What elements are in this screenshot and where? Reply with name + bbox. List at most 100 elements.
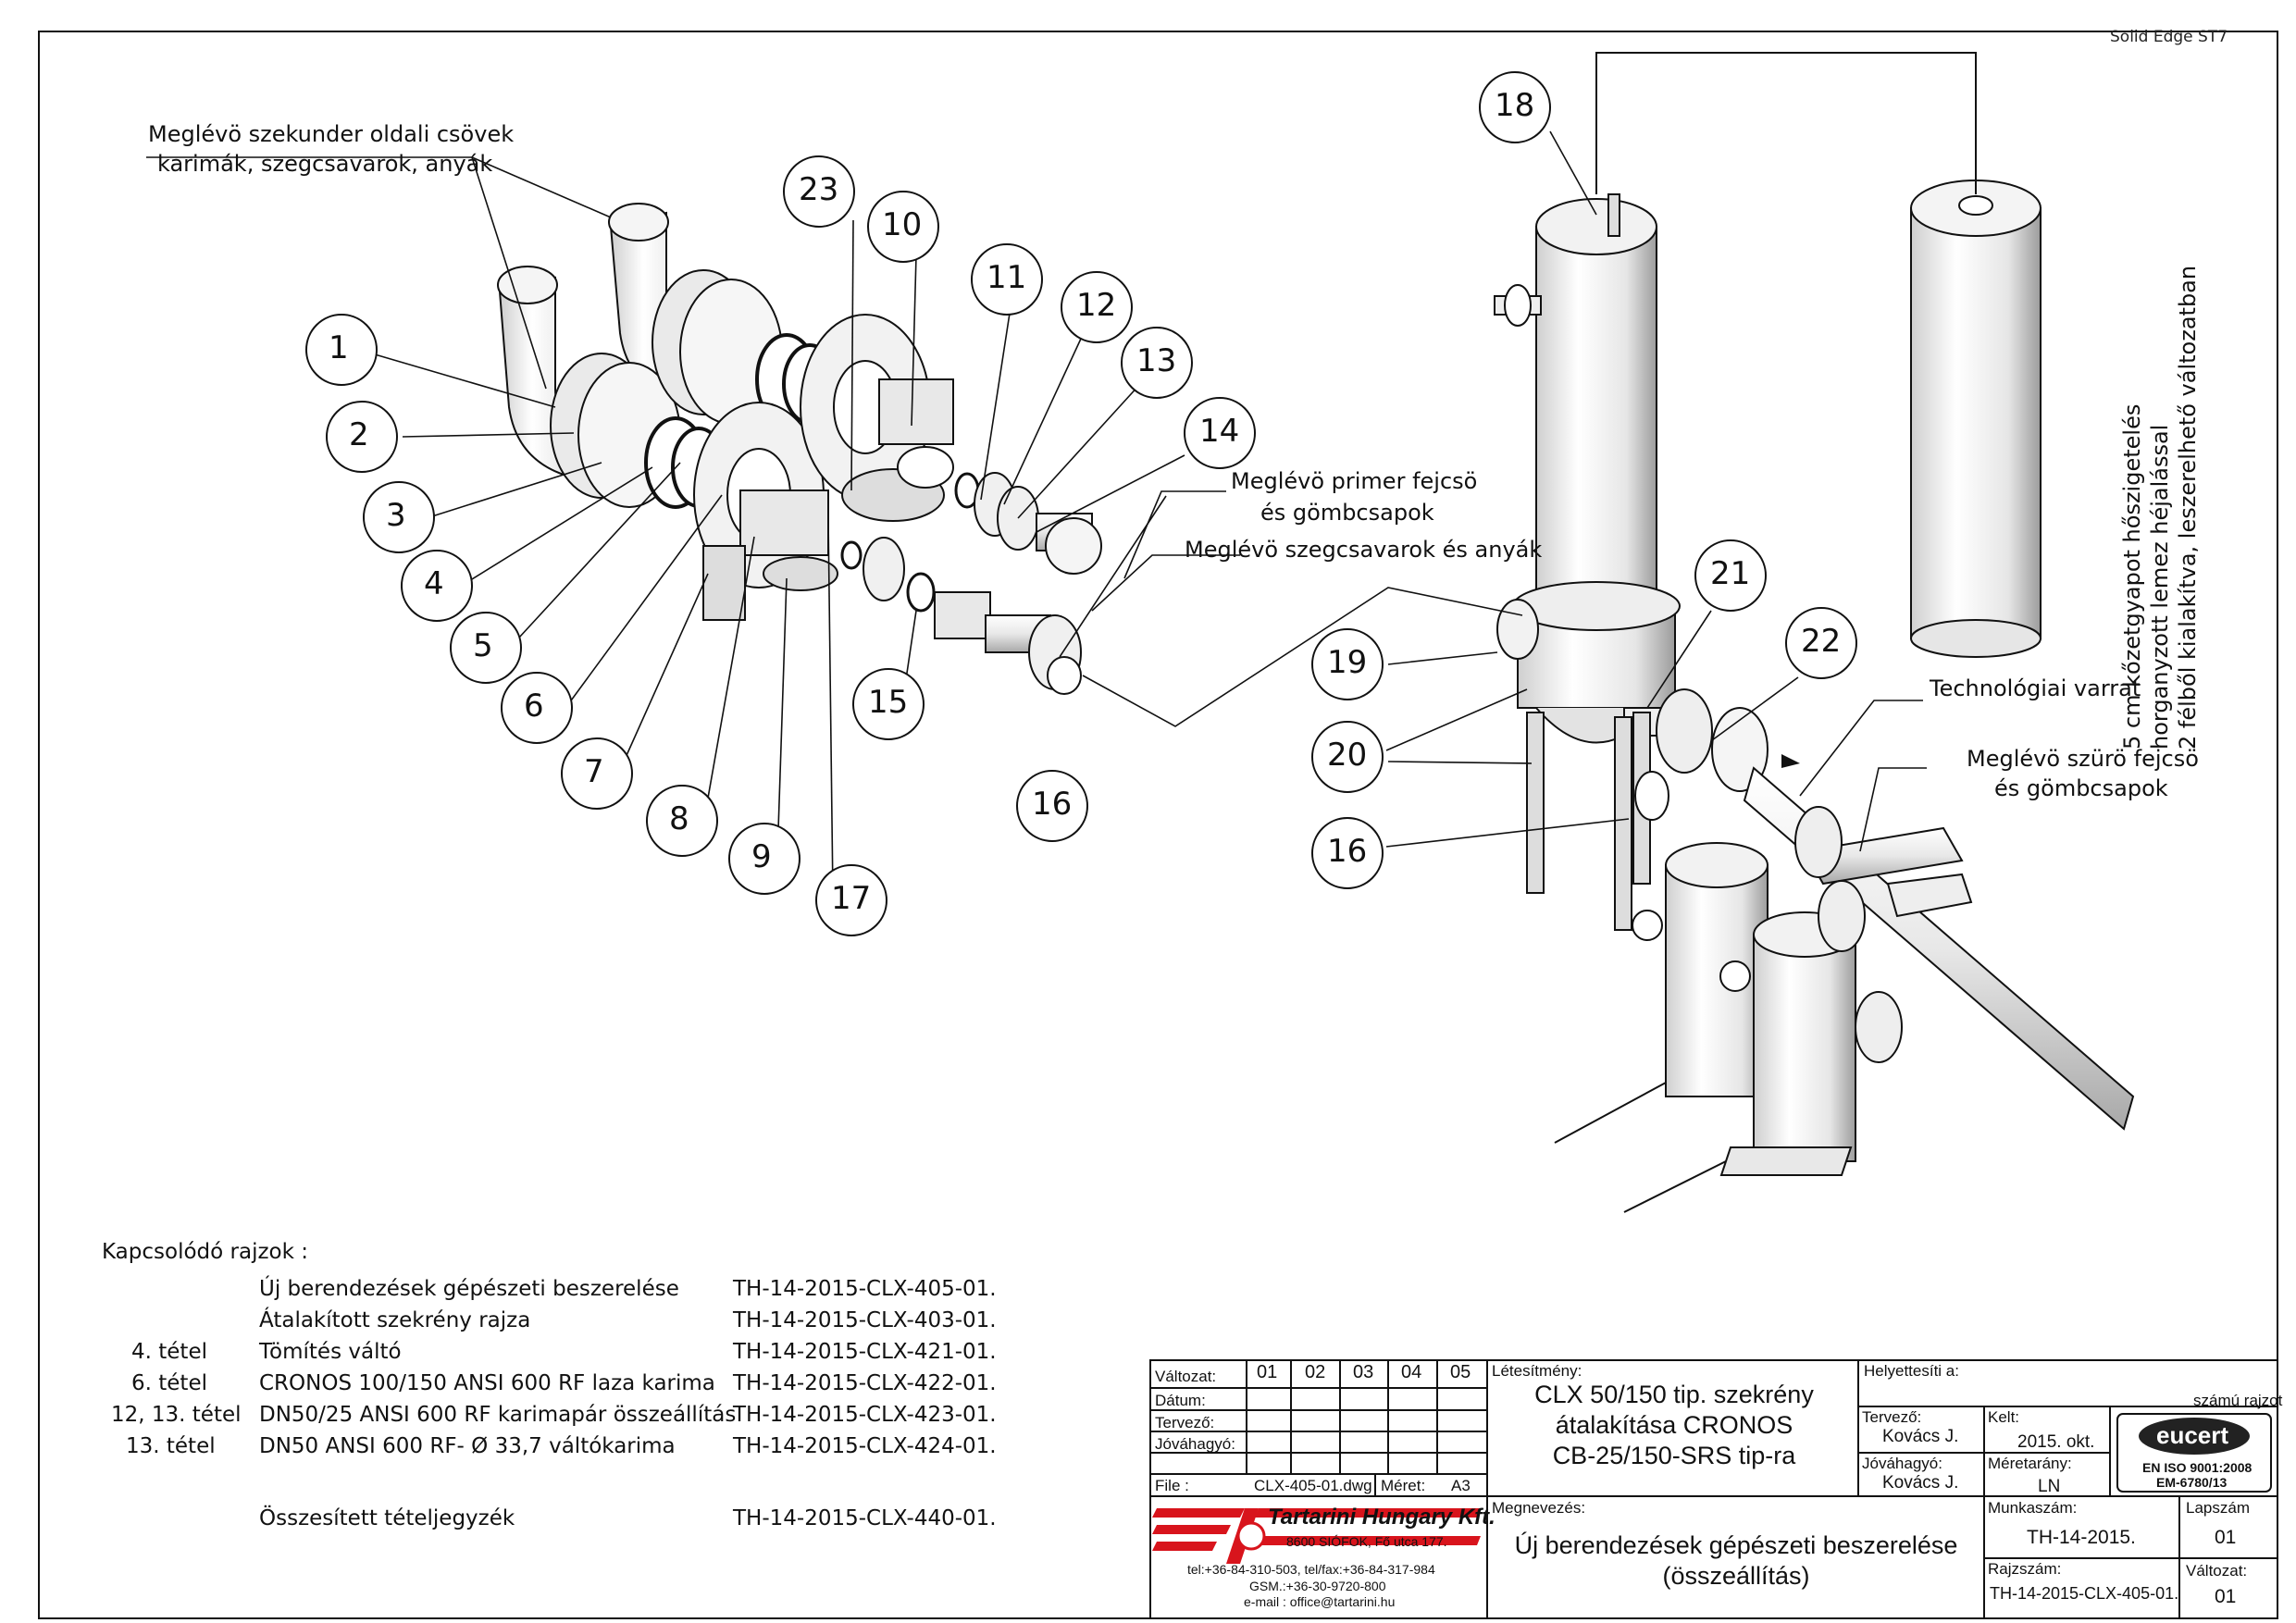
balloon-12-number: 12 (1076, 287, 1117, 324)
balloon-16 (1016, 770, 1088, 842)
tb-scale-value: LN (2038, 1477, 2061, 1496)
annotation-filter-head-line2: és gömbcsapok (1994, 775, 2168, 801)
balloon-13-number: 13 (1136, 342, 1177, 379)
ball-valve-2 (1818, 880, 1866, 952)
balloon-18 (1479, 71, 1551, 143)
item-balloons (305, 71, 1857, 936)
insulation-note-line1: 5 cm kőzetgyapot hőszigetelés (2119, 403, 2145, 750)
jacket-top-hole (1958, 195, 1993, 216)
company-logo (1152, 1508, 1481, 1564)
regulator-10-body (878, 378, 954, 445)
flange-15 (863, 537, 905, 601)
related-desc-4: CRONOS 100/150 ANSI 600 RF laza karima (259, 1371, 715, 1395)
elbow-2-opening (608, 203, 669, 242)
tb-cert-line1: EN ISO 9001:2008 (2142, 1460, 2253, 1475)
vessel-leg-1 (1526, 712, 1545, 894)
gasket-15b (906, 572, 936, 613)
tb-sheet-label: Lapszám (2186, 1499, 2250, 1517)
outlet-flange-22 (1656, 688, 1713, 774)
regulator-10-flange (897, 446, 954, 489)
tb-version-label: Változat: (2186, 1562, 2248, 1580)
tb-company-gsm: GSM.:+36-30-9720-800 (1249, 1579, 1386, 1593)
vessel-vent (1607, 193, 1620, 237)
tb-version-03: 03 (1353, 1362, 1374, 1382)
balloon-3 (363, 481, 435, 553)
insulation-note-line3: 2 félből kialakítva, leszerelhető változ… (2175, 265, 2201, 750)
balloon-22-number: 22 (1801, 623, 1842, 660)
vessel-outlet-flange-19 (1496, 599, 1539, 660)
cert-logo-oval (2139, 1418, 2250, 1455)
balloon-7 (561, 737, 633, 810)
related-item-4: 6. tétel (131, 1371, 207, 1395)
tb-drawing-no-value: TH-14-2015-CLX-405-01. (1990, 1584, 2179, 1603)
tb-version-05: 05 (1450, 1362, 1471, 1382)
tb-name-label: Megnevezés: (1492, 1499, 1586, 1517)
tb-row-designer: Tervező: (1155, 1414, 1215, 1431)
tb-date-label: Kelt: (1988, 1408, 2020, 1426)
balloon-17 (815, 864, 887, 936)
balloon-1-number: 1 (329, 329, 349, 366)
balloon-2-number: 2 (349, 416, 369, 453)
tb-row-version: Változat: (1155, 1368, 1217, 1385)
balloon-9 (728, 823, 800, 895)
related-code-6: TH-14-2015-CLX-424-01. (733, 1434, 997, 1458)
balloon-5 (450, 612, 522, 684)
tb-numbered-drawing: számú rajzot (2193, 1392, 2283, 1409)
vessel-inlet-flange (1504, 284, 1532, 327)
balloon-6 (501, 672, 573, 744)
pressure-gauge-1 (1632, 910, 1663, 941)
vessel-jacket-link-line (1595, 52, 1977, 194)
tb-company-address: 8600 SIÓFOK, Fő utca 177. (1286, 1534, 1447, 1549)
balloon-14-number: 14 (1199, 413, 1240, 450)
tb-approver-label: Jóváhagyó: (1862, 1455, 1942, 1472)
related-code-1: TH-14-2015-CLX-405-01. (733, 1277, 997, 1301)
annotation-studs-nuts: Meglévö szegcsavarok és anyák (1185, 537, 1543, 563)
tb-version-01: 01 (1257, 1362, 1278, 1382)
balloon-19-number: 19 (1327, 644, 1368, 681)
balloon-11-number: 11 (987, 259, 1027, 296)
filter-vessel (1494, 193, 1769, 931)
related-code-2: TH-14-2015-CLX-403-01. (733, 1308, 997, 1332)
tb-size-label: Méret: (1381, 1477, 1426, 1494)
tb-version-value: 01 (2215, 1586, 2237, 1607)
related-item-3: 4. tétel (131, 1340, 207, 1364)
balloon-11 (971, 243, 1043, 316)
balloon-7-number: 7 (584, 753, 604, 790)
existing-filter-1-top (1665, 842, 1769, 888)
balloon-13 (1121, 327, 1193, 399)
regulator-8-body (739, 489, 829, 556)
balloon-23-number: 23 (799, 171, 839, 208)
balloon-2 (326, 401, 398, 473)
annotation-filter-head-line1: Meglévö szürö fejcsö (1967, 746, 2199, 772)
tb-name-line2: (összeállítás) (1662, 1562, 1810, 1590)
valve-body-15 (934, 591, 991, 639)
balloon-16-number: 16 (1032, 786, 1073, 823)
tb-facility-line2: átalakítása CRONOS (1555, 1411, 1793, 1439)
related-desc-6: DN50 ANSI 600 RF- Ø 33,7 váltókarima (259, 1434, 676, 1458)
tb-file-label: File : (1155, 1477, 1189, 1494)
tb-scale-label: Méretarány: (1988, 1455, 2072, 1472)
balloon-10-number: 10 (882, 206, 923, 243)
insulation-jacket (1910, 180, 2042, 658)
balloon-17-number: 17 (831, 880, 872, 917)
balloon-19 (1311, 628, 1384, 700)
existing-filter-1 (1665, 864, 1769, 1097)
jacket-shell (1910, 207, 2042, 639)
tb-job-label: Munkaszám: (1988, 1499, 2078, 1517)
annotation-tech-weld: Technológiai varrat (1930, 675, 2141, 701)
tb-version-04: 04 (1401, 1362, 1422, 1382)
balloon-14 (1184, 397, 1256, 469)
balloon-1 (305, 314, 378, 386)
balloon-21 (1694, 539, 1767, 612)
related-code-5: TH-14-2015-CLX-423-01. (733, 1403, 997, 1427)
vessel-leg-2 (1614, 716, 1632, 931)
related-code-7: TH-14-2015-CLX-440-01. (733, 1506, 997, 1530)
annotation-secondary-pipes-line2: karimák, szegcsavarok, anyák (157, 151, 493, 177)
tb-cert-logo: eucert (2156, 1421, 2229, 1449)
balloon-21-number: 21 (1710, 555, 1751, 592)
tb-name-line1: Új berendezések gépészeti beszerelése (1514, 1531, 1958, 1559)
insulation-note-line2: horganyzott lemez héjalással (2147, 424, 2173, 750)
tb-drawing-no-label: Rajzszám: (1988, 1560, 2062, 1578)
balloon-16b (1311, 817, 1384, 889)
